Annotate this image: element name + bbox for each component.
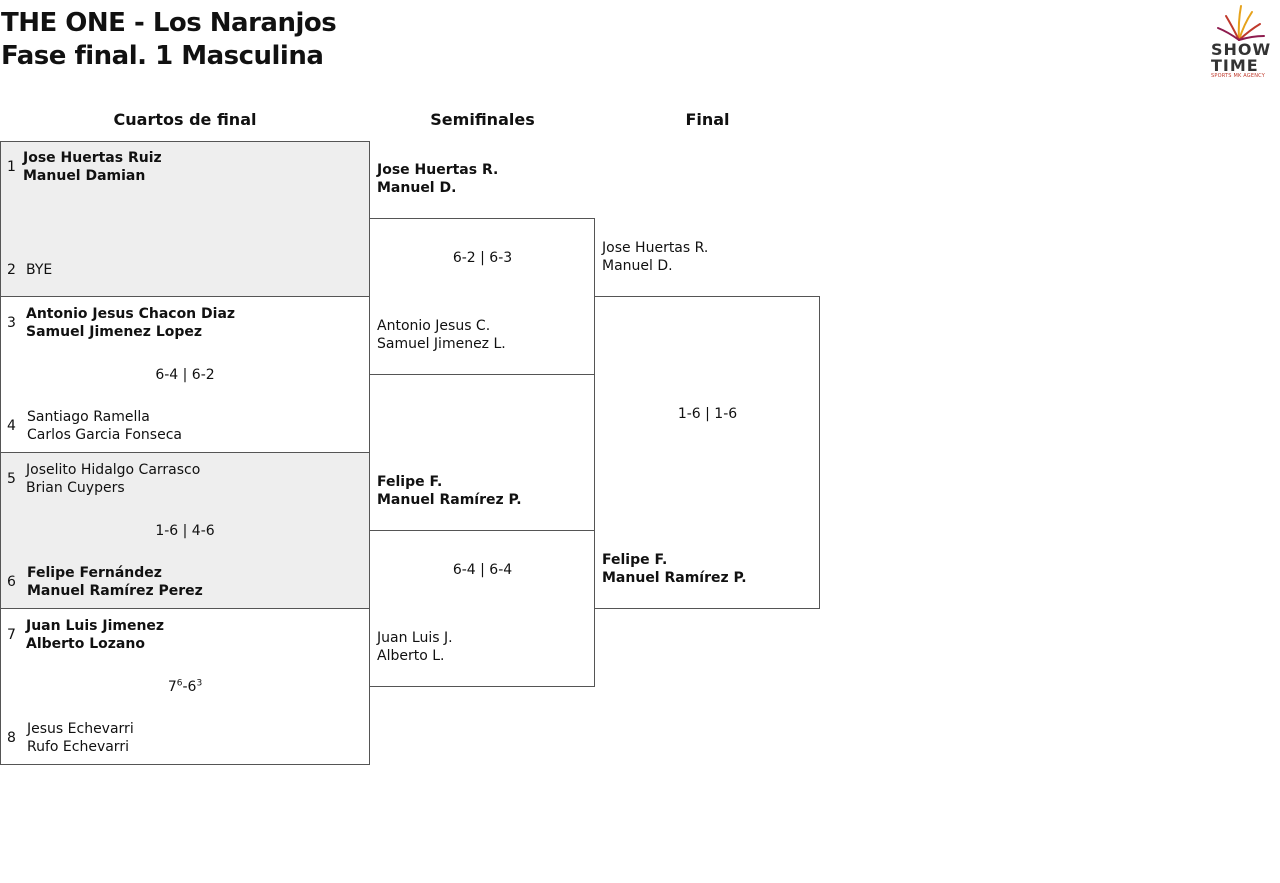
- player-name: Felipe F.: [377, 474, 443, 490]
- player-name: Joselito Hidalgo Carrasco: [26, 462, 201, 478]
- player-name: Samuel Jimenez L.: [377, 336, 506, 352]
- match-score: 6-4 | 6-4: [452, 562, 513, 578]
- showtime-logo-icon: [1217, 5, 1265, 41]
- player-name: Brian Cuypers: [26, 480, 125, 496]
- page-subtitle: Fase final. 1 Masculina: [1, 41, 324, 71]
- player-name: Samuel Jimenez Lopez: [26, 324, 203, 340]
- player-name: Manuel Damian: [23, 168, 146, 184]
- match-score: 6-2 | 6-3: [452, 250, 513, 266]
- score-tiebreak-b: 3: [196, 678, 203, 689]
- player-name: Jose Huertas Ruiz: [23, 150, 162, 166]
- logo-word-time: TIME: [1211, 56, 1259, 75]
- player-name: Alberto Lozano: [26, 636, 145, 652]
- seed-number: 6: [7, 574, 16, 590]
- player-name: Juan Luis Jimenez: [26, 618, 165, 634]
- quarterfinal-match-1: [0, 141, 370, 297]
- seed-number: 8: [7, 730, 16, 746]
- player-name: Felipe F.: [602, 552, 668, 568]
- player-name: Jesus Echevarri: [27, 721, 134, 737]
- player-name: Manuel Ramírez P.: [602, 570, 747, 586]
- seed-number: 5: [7, 471, 16, 487]
- player-name: BYE: [26, 262, 53, 278]
- player-name: Manuel D.: [377, 180, 457, 196]
- column-header-final: Final: [685, 110, 730, 129]
- player-name: Manuel Ramírez P.: [377, 492, 522, 508]
- player-name: Manuel D.: [602, 258, 673, 274]
- player-name: Jose Huertas R.: [602, 240, 709, 256]
- score-games-b: -6: [182, 679, 197, 695]
- player-name: Antonio Jesus Chacon Diaz: [26, 306, 236, 322]
- score-games-a: 7: [167, 679, 177, 695]
- seed-number: 7: [7, 627, 16, 643]
- seed-number: 3: [7, 315, 16, 331]
- seed-number: 2: [7, 262, 16, 278]
- match-score: 6-4 | 6-2: [155, 367, 215, 383]
- column-header-semifinals: Semifinales: [430, 110, 535, 129]
- final-match: [594, 296, 820, 609]
- seed-number: 1: [7, 159, 16, 175]
- logo-tagline: SPORTS MK AGENCY: [1211, 73, 1265, 79]
- player-name: Santiago Ramella: [27, 409, 150, 425]
- page-title: THE ONE - Los Naranjos: [1, 8, 337, 38]
- player-name: Manuel Ramírez Perez: [27, 583, 203, 599]
- player-name: Felipe Fernández: [27, 565, 162, 581]
- match-score: 76-63: [0, 679, 370, 695]
- player-name: Rufo Echevarri: [27, 739, 129, 755]
- player-name: Juan Luis J.: [377, 630, 453, 646]
- player-name: Carlos Garcia Fonseca: [27, 427, 182, 443]
- player-name: Antonio Jesus C.: [377, 318, 491, 334]
- score-tiebreak-a: 6: [176, 678, 183, 689]
- player-name: Jose Huertas R.: [377, 162, 499, 178]
- player-name: Alberto L.: [377, 648, 445, 664]
- match-score: 1-6 | 1-6: [677, 406, 738, 422]
- column-header-quarterfinals: Cuartos de final: [113, 110, 257, 129]
- quarterfinal-match-3: [0, 452, 370, 609]
- match-score: 1-6 | 4-6: [155, 523, 215, 539]
- logo-word-show: SHOW: [1211, 40, 1272, 59]
- seed-number: 4: [7, 418, 16, 434]
